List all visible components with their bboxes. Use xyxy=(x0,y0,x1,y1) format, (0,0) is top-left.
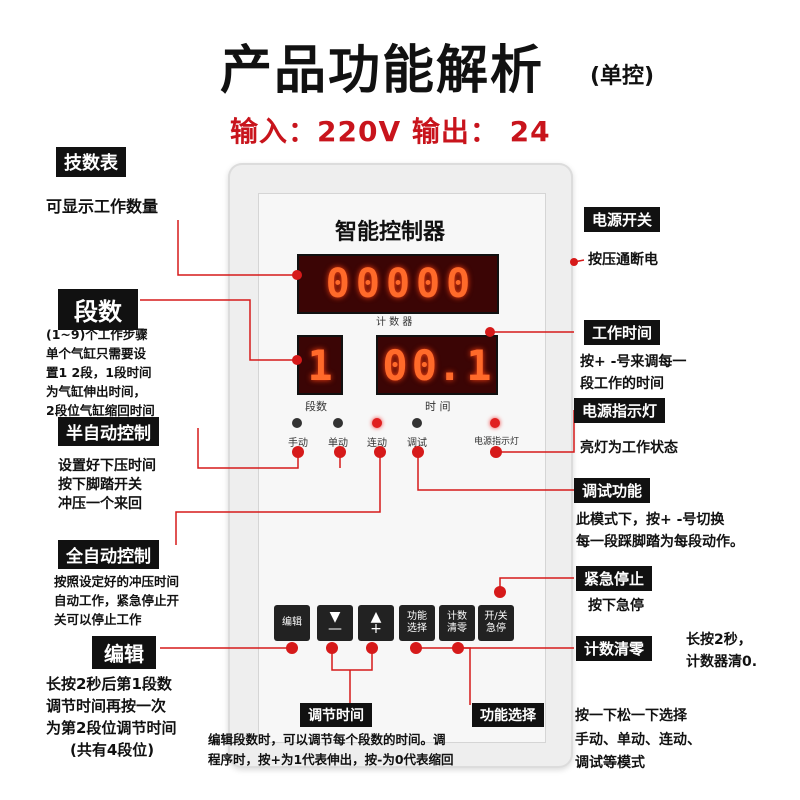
estop-switch-button[interactable]: 开/关 急停 xyxy=(478,605,514,641)
power-switch-desc: 按压通断电 xyxy=(588,252,658,268)
counter-digit: 0 xyxy=(325,261,350,307)
time-display: 0 0. 1 xyxy=(376,335,498,395)
device-title: 智能控制器 xyxy=(335,220,446,245)
manual-led xyxy=(292,418,302,428)
edit-desc-2: 调节时间再按一次 xyxy=(46,697,167,715)
estop-label-1: 开/关 xyxy=(484,611,508,622)
adjust-time-desc-2: 程序时，按+为1代表伸出，按-为0代表缩回 xyxy=(208,752,454,767)
time-digit: 0. xyxy=(411,340,463,390)
time-digit: 0 xyxy=(382,340,408,390)
segment-label: 段数 xyxy=(305,400,327,413)
segments-desc-2: 单个气缸只需要设 xyxy=(46,346,147,361)
adjust-time-tag: 调节时间 xyxy=(300,703,372,727)
work-time-tag: 工作时间 xyxy=(584,320,661,345)
function-select-button[interactable]: 功能 选择 xyxy=(399,605,435,641)
counter-display: 0 0 0 0 0 xyxy=(297,254,499,314)
counter-digit: 0 xyxy=(446,261,471,307)
continuous-led xyxy=(372,418,382,428)
edit-button[interactable]: 编辑 xyxy=(274,605,310,641)
counter-clear-label-2: 清零 xyxy=(447,623,467,634)
plus-sign: + xyxy=(370,621,382,637)
power-led-tag: 电源指示灯 xyxy=(574,398,666,423)
function-select-desc-3: 调试等模式 xyxy=(575,755,645,771)
power-led-desc: 亮灯为工作状态 xyxy=(580,440,678,456)
minus-sign: — xyxy=(328,621,342,637)
counter-tag: 技数表 xyxy=(56,147,126,177)
page-title-sub: (单控) xyxy=(590,64,655,89)
counter-digit: 0 xyxy=(355,261,380,307)
counter-digit: 0 xyxy=(416,261,441,307)
function-select-desc-2: 手动、单动、连动、 xyxy=(575,732,701,748)
power-switch-tag: 电源开关 xyxy=(584,207,661,232)
edit-tag: 编辑 xyxy=(92,636,156,669)
estop-desc: 按下急停 xyxy=(588,598,644,614)
segments-desc-4: 为气缸伸出时间， xyxy=(46,384,147,399)
debug-desc-2: 每一段踩脚踏为每段动作。 xyxy=(576,534,744,550)
continuous-label: 连动 xyxy=(367,438,387,449)
manual-label: 手动 xyxy=(288,438,308,449)
estop-tag: 紧急停止 xyxy=(576,566,653,591)
function-select-label-2: 选择 xyxy=(407,623,427,634)
full-auto-desc-3: 关可以停止工作 xyxy=(54,612,142,627)
debug-label: 调试 xyxy=(407,438,427,449)
triangle-up-icon: ▲ xyxy=(370,609,382,625)
edit-desc-4: (共有4段位) xyxy=(70,741,155,759)
debug-led xyxy=(412,418,422,428)
plus-button[interactable]: ▲ + xyxy=(358,605,394,641)
semi-auto-desc-3: 冲压一个来回 xyxy=(58,496,142,512)
segments-desc-3: 置1 2段，1段时间 xyxy=(46,365,152,380)
power-led xyxy=(490,418,500,428)
counter-clear-desc-2: 计数器清0. xyxy=(686,654,758,670)
triangle-down-icon: ▼ xyxy=(329,609,341,625)
edit-desc-1: 长按2秒后第1段数 xyxy=(46,675,172,693)
edit-desc-3: 为第2段位调节时间 xyxy=(46,719,177,737)
full-auto-desc-2: 自动工作，紧急停止开 xyxy=(54,593,180,608)
function-select-tag: 功能选择 xyxy=(472,703,544,727)
debug-tag: 调试功能 xyxy=(574,478,651,503)
estop-label-2: 急停 xyxy=(486,623,506,634)
io-spec: 输入：220V 输出： 24 xyxy=(230,115,551,148)
counter-clear-tag: 计数清零 xyxy=(576,636,653,661)
counter-clear-label-1: 计数 xyxy=(447,611,467,622)
time-label: 时 间 xyxy=(425,400,451,413)
work-time-desc-2: 段工作的时间 xyxy=(580,376,664,392)
page-title: 产品功能解析 xyxy=(220,41,545,101)
time-digit: 1 xyxy=(466,340,492,390)
single-led xyxy=(333,418,343,428)
segment-display: 1 xyxy=(297,335,343,395)
full-auto-desc-1: 按照设定好的冲压时间 xyxy=(54,574,180,589)
function-select-desc-1: 按一下松一下选择 xyxy=(575,708,687,724)
work-time-desc-1: 按+ -号来调每一 xyxy=(580,354,687,370)
counter-digit: 0 xyxy=(385,261,411,307)
semi-auto-desc-2: 按下脚踏开关 xyxy=(58,477,142,493)
counter-desc: 可显示工作数量 xyxy=(46,197,159,216)
adjust-time-desc-1: 编辑段数时，可以调节每个段数的时间。调 xyxy=(208,732,446,747)
power-led-label: 电源指示灯 xyxy=(474,437,520,447)
segment-digit: 1 xyxy=(307,340,333,390)
segments-desc-1: (1~9)个工作步骤 xyxy=(46,327,148,342)
counter-clear-button[interactable]: 计数 清零 xyxy=(439,605,475,641)
semi-auto-tag: 半自动控制 xyxy=(58,417,159,446)
debug-desc-1: 此模式下，按+ -号切换 xyxy=(576,512,725,528)
counter-clear-desc-1: 长按2秒， xyxy=(686,632,752,648)
single-label: 单动 xyxy=(328,438,348,449)
counter-label: 计 数 器 xyxy=(376,317,413,328)
edit-button-label: 编辑 xyxy=(282,617,302,628)
semi-auto-desc-1: 设置好下压时间 xyxy=(58,458,156,474)
segments-tag: 段数 xyxy=(58,289,138,330)
segments-desc-5: 2段位气缸缩回时间 xyxy=(46,403,155,418)
full-auto-tag: 全自动控制 xyxy=(58,540,159,569)
minus-button[interactable]: ▼ — xyxy=(317,605,353,641)
function-select-label-1: 功能 xyxy=(407,611,427,622)
